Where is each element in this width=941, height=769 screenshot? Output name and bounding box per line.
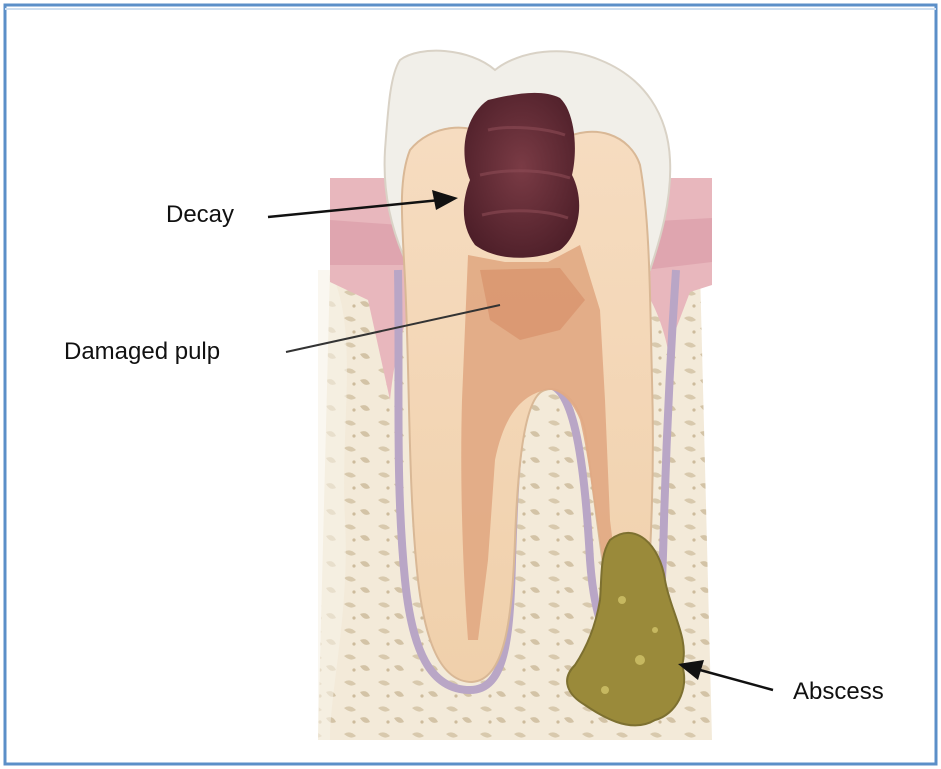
decay-label: Decay (166, 203, 234, 227)
abscess-label: Abscess (793, 680, 884, 704)
abscess-leader-line (700, 670, 773, 690)
damaged-pulp-label: Damaged pulp (64, 340, 220, 364)
